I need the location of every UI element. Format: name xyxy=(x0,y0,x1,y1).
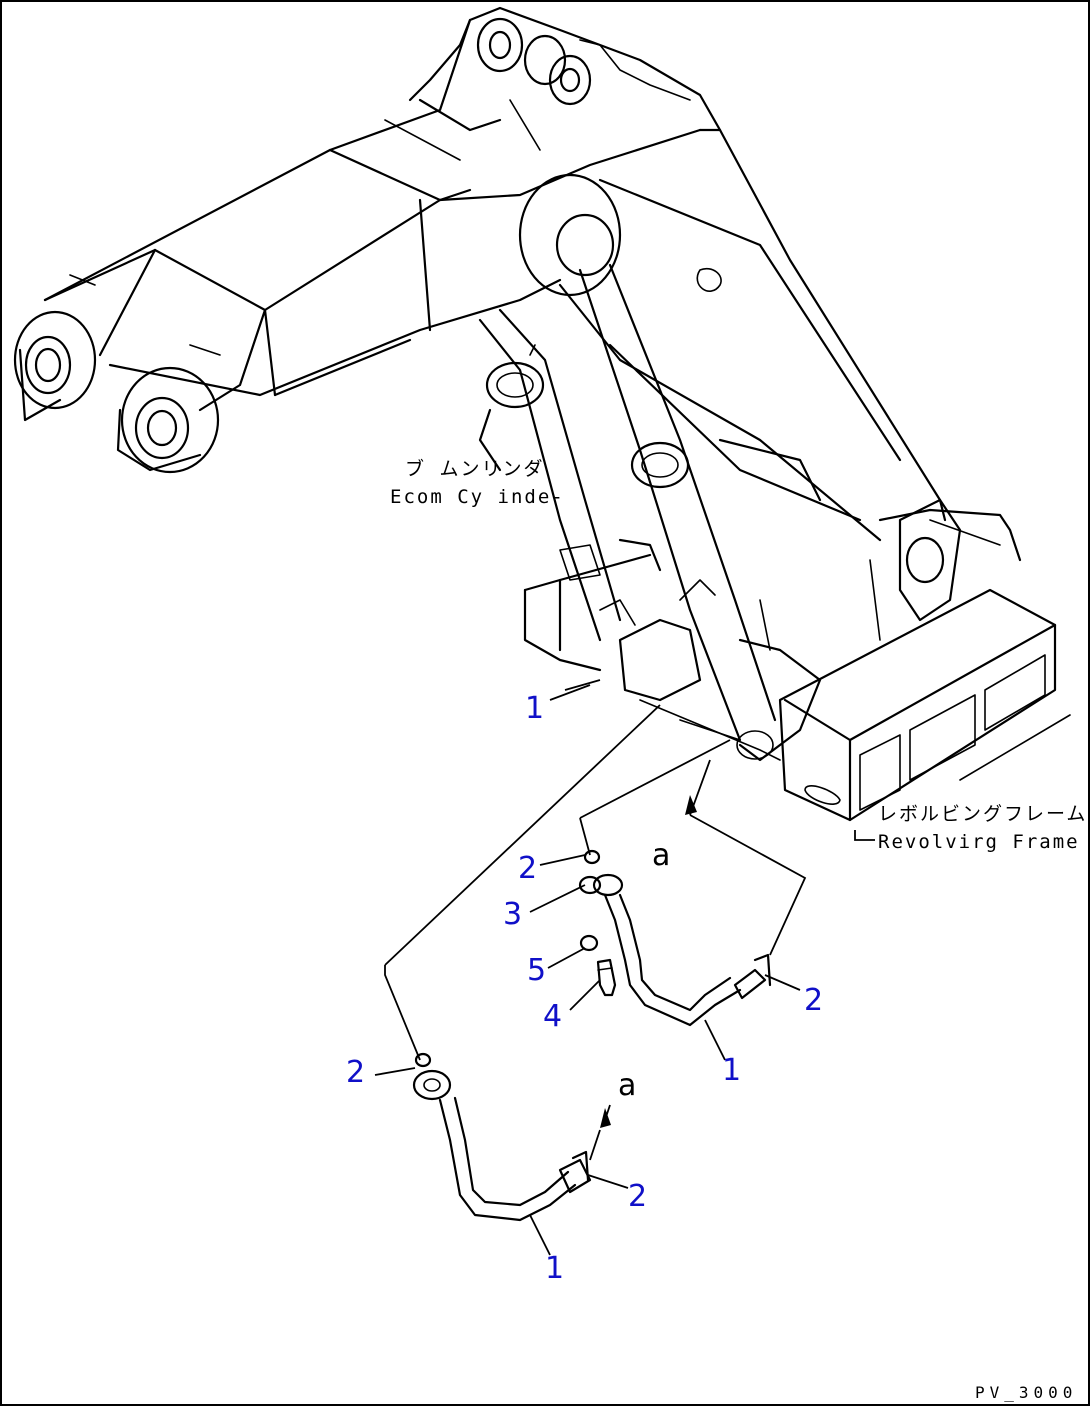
boom-cylinder-drawing xyxy=(478,308,690,642)
callout-1-upper: 1 xyxy=(525,691,544,726)
callout-1-lower: 1 xyxy=(545,1251,564,1286)
revolving-frame-label-jp: レボルビングフレーム xyxy=(878,803,1087,825)
callout-5: 5 xyxy=(527,953,546,988)
hose-assembly-drawing xyxy=(374,679,875,1256)
callout-2-upper: 2 xyxy=(518,851,537,886)
callout-3: 3 xyxy=(503,897,522,932)
revolving-frame-drawing xyxy=(523,438,1071,822)
callout-2-left: 2 xyxy=(346,1055,365,1090)
callout-1-middle: 1 xyxy=(722,1053,741,1088)
callout-4: 4 xyxy=(543,999,562,1034)
callout-2-right: 2 xyxy=(804,983,823,1018)
boom-cylinder-label-jp: ブ ムンリンダ xyxy=(405,457,544,480)
boom-cylinder-label-en: Ecom Cy inde- xyxy=(390,486,565,508)
drawing-code: PV_3000 xyxy=(975,1383,1077,1402)
revolving-frame-label-en: Revolvirg Frame xyxy=(878,831,1080,853)
arrow-mark-a-lower: a xyxy=(618,1068,636,1103)
boom-drawing xyxy=(13,6,947,742)
callout-2-lower: 2 xyxy=(628,1179,647,1214)
arrow-mark-a-upper: a xyxy=(652,838,670,873)
